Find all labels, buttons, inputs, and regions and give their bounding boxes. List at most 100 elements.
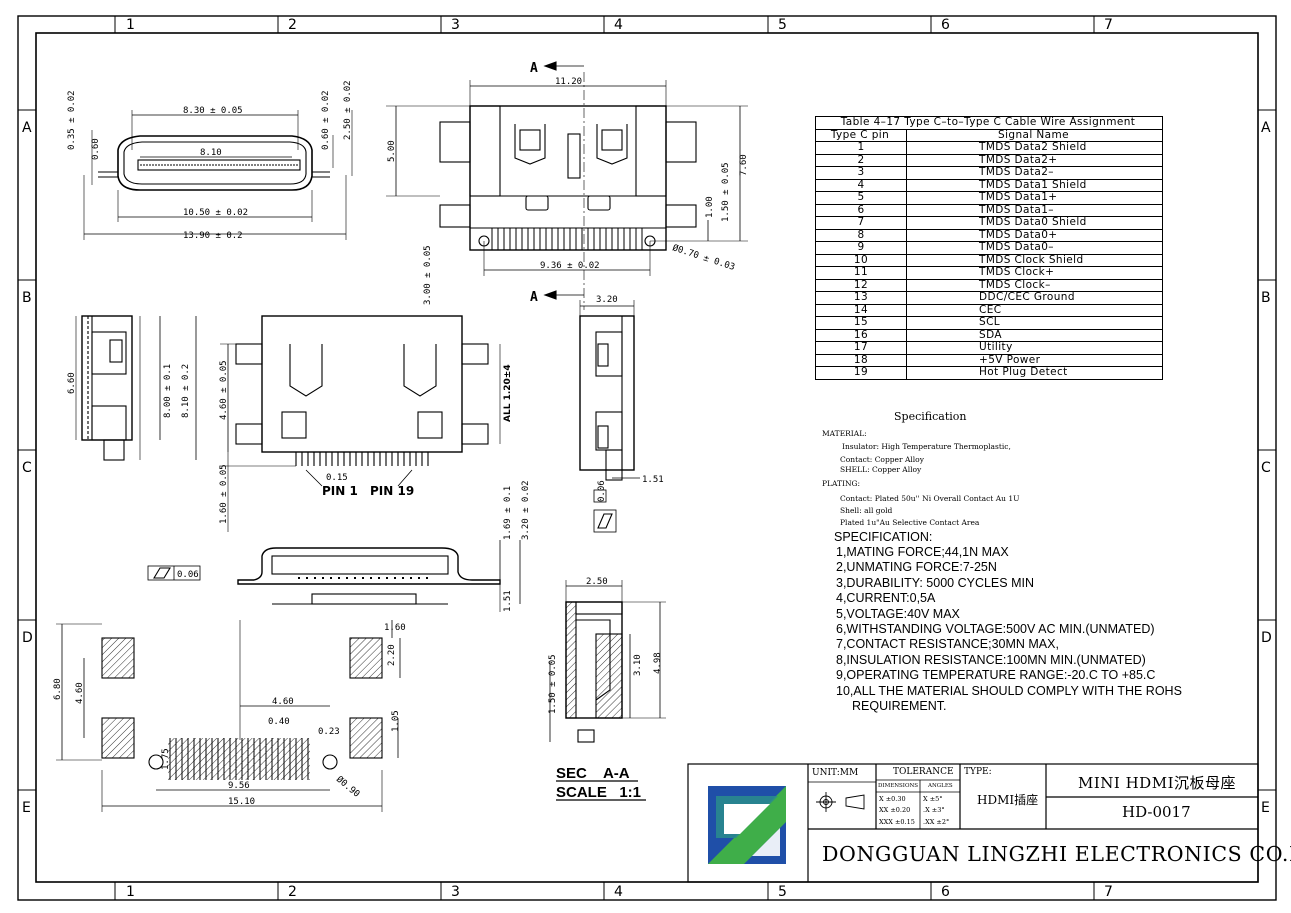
rear-view — [147, 540, 521, 612]
spec-line: 8,INSULATION RESISTANCE:100MN MIN.(UNMAT… — [836, 652, 1146, 667]
spec-line: 7,CONTACT RESISTANCE;30MN MAX, — [836, 637, 1059, 652]
bottom-view — [220, 315, 501, 532]
rear-dim-overall: 3.20 ± 0.02 — [521, 480, 531, 540]
side-dim-depth-b: 8.10 ± 0.2 — [181, 364, 191, 418]
front-view — [83, 110, 353, 240]
signal-name-cell: TMDS Clock– — [906, 278, 1163, 292]
top-dim-peg: 1.50 ± 0.05 — [721, 162, 731, 222]
table-caption-row: Table 4–17 Type C–to–Type C Cable Wire A… — [815, 116, 1163, 130]
sec-dim-inner: 3.10 — [633, 654, 643, 676]
pin-number-cell: 4 — [815, 178, 907, 192]
front-dim-width-inner: 8.30 ± 0.05 — [183, 106, 243, 116]
unit-label: UNIT:MM — [812, 768, 859, 778]
fp-dim-pad-span: 6.80 — [53, 678, 63, 700]
right-side-view — [579, 300, 640, 533]
outer-border — [17, 15, 1277, 901]
col-label-top-4: 4 — [614, 17, 623, 33]
pcb-footprint — [56, 620, 401, 812]
pin-number-cell: 17 — [815, 341, 907, 355]
spec-heading: Specification — [894, 410, 967, 423]
col-label-bottom-5: 5 — [778, 884, 787, 900]
pin-number-cell: 7 — [815, 216, 907, 230]
row-label-left-c: C — [22, 460, 32, 476]
inner-border — [35, 32, 1259, 883]
front-dim-shell-thk: 0.35 ± 0.02 — [67, 90, 77, 150]
part-number: HD-0017 — [1122, 803, 1191, 821]
spec-line: 1,MATING FORCE;44,1N MAX — [836, 545, 1009, 559]
side-dim-height: 6.60 — [67, 372, 77, 394]
plating-line-2: Shell: all gold — [840, 506, 893, 515]
pin-number-cell: 12 — [815, 278, 907, 292]
ang-tol-xxx: .XX ±2° — [923, 818, 950, 826]
company-logo — [708, 786, 786, 864]
row-label-right-c: C — [1261, 460, 1271, 476]
sec-dim-height: 4.98 — [653, 652, 663, 674]
pin-number-cell: 13 — [815, 291, 907, 305]
sec-dim-pin: 1.50 ± 0.05 — [548, 654, 558, 714]
spec-line: 4,CURRENT:0,5A — [836, 591, 936, 606]
fp-dim-hole-offset: 1.75 — [161, 748, 171, 770]
top-dim-depth: 5.00 — [387, 140, 397, 162]
row-label-right-b: B — [1261, 290, 1271, 306]
fp-dim-pad-width: 1.60 — [384, 623, 406, 633]
bottom-dim-all: ALL 1.20±4 — [503, 364, 513, 422]
col-label-bottom-3: 3 — [451, 884, 460, 900]
scale-caption: SCALE 1:1 — [556, 784, 641, 801]
spec-line: 5,VOLTAGE:40V MAX — [836, 606, 960, 621]
front-dim-offset: 0.60 ± 0.02 — [321, 90, 331, 150]
product-name: MINI HDMI沉板母座 — [1078, 774, 1236, 792]
sec-dim-width: 2.50 — [586, 577, 608, 587]
row-label-right-a: A — [1261, 120, 1271, 136]
pin-number-cell: 15 — [815, 316, 907, 330]
row-label-right-d: D — [1261, 630, 1272, 646]
bottom-dim-pin-width: 0.15 — [326, 473, 348, 483]
bottom-dim-standoff: 1.60 ± 0.05 — [219, 464, 229, 524]
pin-number-cell: 16 — [815, 328, 907, 342]
pin-1-label: PIN 1 — [322, 484, 358, 498]
front-dim-slot-width: 8.10 — [200, 148, 222, 158]
signal-name-cell: TMDS Data1 Shield — [906, 178, 1163, 192]
signal-name-cell: TMDS Clock Shield — [906, 253, 1163, 267]
top-dim-pin-len: 1.00 — [705, 196, 715, 218]
signal-name-cell: TMDS Data0 Shield — [906, 216, 1163, 230]
top-dim-width: 11.20 — [555, 77, 582, 87]
row-label-right-e: E — [1261, 800, 1270, 816]
angles-label: ANGLES — [928, 783, 953, 789]
spec-line: 3,DURABILITY: 5000 CYCLES MIN — [836, 575, 1034, 590]
plating-line-3: Plated 1u"Au Selective Contact Area — [840, 518, 980, 527]
fp-dim-overall: 15.10 — [228, 797, 255, 807]
plating-label: PLATING: — [822, 479, 861, 488]
top-dim-overall-depth: 7.60 — [739, 154, 749, 176]
title-block-lines — [687, 763, 1259, 883]
type-value: HDMI插座 — [977, 793, 1039, 807]
front-dim-width-outer: 10.50 ± 0.02 — [183, 208, 248, 218]
spec-line: 2,UNMATING FORCE:7-25N — [836, 560, 997, 575]
front-dim-height: 2.50 ± 0.02 — [343, 80, 353, 140]
company-name: DONGGUAN LINGZHI ELECTRONICS CO.LTD — [822, 842, 1291, 866]
signal-name-cell: TMDS Data0+ — [906, 228, 1163, 242]
pin-number-cell: 14 — [815, 303, 907, 317]
spec-line: 6,WITHSTANDING VOLTAGE:500V AC MIN.(UNMA… — [836, 622, 1155, 637]
table-title: Table 4–17 Type C–to–Type C Cable Wire A… — [815, 116, 1163, 130]
top-dim-peg-pitch: 9.36 ± 0.02 — [540, 261, 600, 271]
signal-name-cell: TMDS Data2+ — [906, 153, 1163, 167]
type-label: TYPE: — [964, 767, 992, 777]
row-label-left-e: E — [22, 800, 31, 816]
tolerance-label: TOLERANCE — [893, 767, 954, 777]
dim-tol-x: X ±0.30 — [879, 795, 906, 803]
rside-dim-width: 3.20 — [596, 295, 618, 305]
header-pin: Type C pin — [815, 128, 907, 142]
dimensions-label: DIMENSIONS — [878, 783, 919, 789]
rside-dim-flat: 0.06 — [597, 480, 607, 502]
col-label-bottom-4: 4 — [614, 884, 623, 900]
top-view — [386, 61, 748, 310]
